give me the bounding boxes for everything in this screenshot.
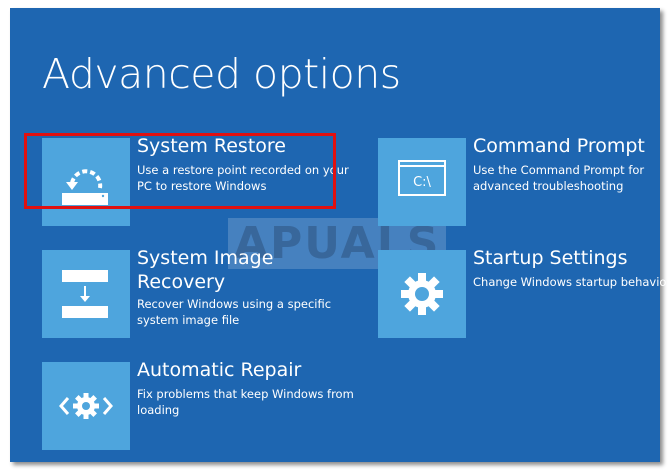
option-title: System Restore <box>137 135 286 157</box>
command-prompt-icon: C:\ <box>378 138 466 226</box>
image-recovery-icon <box>42 250 130 338</box>
option-system-restore[interactable]: System Restore Use a restore point recor… <box>42 135 362 228</box>
option-command-prompt[interactable]: C:\ Command Prompt Use the Command Promp… <box>378 135 669 228</box>
advanced-options-screen: Advanced options APUALS System Restore U… <box>10 8 669 462</box>
option-system-image-recovery[interactable]: System Image Recovery Recover Windows us… <box>42 247 362 340</box>
repair-icon <box>42 362 130 450</box>
option-description: Recover Windows using a specific system … <box>137 297 332 327</box>
watermark-logo: APUALS <box>228 218 447 269</box>
option-startup-settings[interactable]: Startup Settings Change Windows startup … <box>378 247 669 340</box>
option-description: Change Windows startup behavior <box>473 275 669 289</box>
restore-icon <box>42 138 130 226</box>
gear-icon <box>378 250 466 338</box>
option-description: Use the Command Prompt for advanced trou… <box>473 163 645 193</box>
option-title: System Image Recovery <box>137 247 274 293</box>
option-title: Startup Settings <box>473 247 628 269</box>
option-automatic-repair[interactable]: Automatic Repair Fix problems that keep … <box>42 359 362 452</box>
option-description: Use a restore point recorded on your PC … <box>137 163 349 193</box>
option-title: Automatic Repair <box>137 359 302 381</box>
highlight-box <box>24 133 336 209</box>
option-description: Fix problems that keep Windows from load… <box>137 387 354 417</box>
icon-text: C:\ <box>413 175 431 190</box>
page-title: Advanced options <box>42 50 401 98</box>
option-title: Command Prompt <box>473 135 645 157</box>
